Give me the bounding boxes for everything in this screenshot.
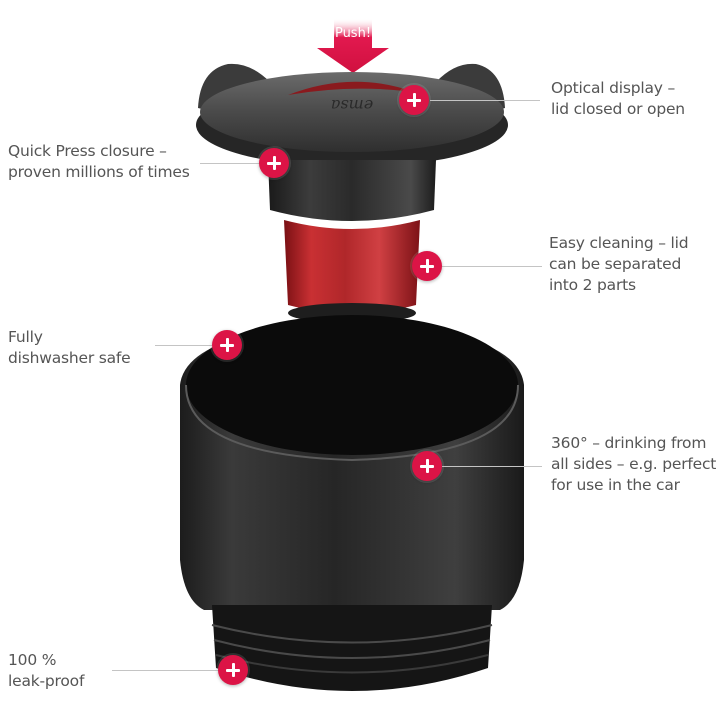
label-drinking-360: 360° – drinking from all sides – e.g. pe… bbox=[551, 434, 717, 494]
hotspot-leak-proof-plus-icon[interactable] bbox=[218, 655, 248, 685]
push-arrow-indicator: Push! bbox=[322, 18, 384, 74]
leader-line-dishwasher-safe bbox=[155, 345, 215, 346]
hotspot-drinking-360-plus-icon[interactable] bbox=[412, 451, 442, 481]
leader-line-optical-display bbox=[430, 100, 540, 101]
leader-line-quick-press bbox=[200, 163, 262, 164]
label-dishwasher-safe: Fully dishwasher safe bbox=[8, 328, 131, 367]
hotspot-dishwasher-safe-plus-icon[interactable] bbox=[212, 330, 242, 360]
hotspot-optical-display-plus-icon[interactable] bbox=[399, 85, 429, 115]
label-quick-press: Quick Press closure – proven millions of… bbox=[8, 142, 190, 181]
leader-line-easy-cleaning bbox=[442, 266, 542, 267]
svg-text:emsa: emsa bbox=[331, 96, 373, 115]
hotspot-easy-cleaning-plus-icon[interactable] bbox=[412, 251, 442, 281]
label-easy-cleaning: Easy cleaning – lid can be separated int… bbox=[549, 234, 689, 294]
leader-line-leak-proof bbox=[112, 670, 220, 671]
label-optical-display: Optical display – lid closed or open bbox=[551, 79, 685, 118]
leader-line-drinking-360 bbox=[442, 466, 542, 467]
push-label: Push! bbox=[334, 26, 372, 41]
hotspot-quick-press-plus-icon[interactable] bbox=[259, 148, 289, 178]
label-leak-proof: 100 % leak-proof bbox=[8, 651, 85, 690]
